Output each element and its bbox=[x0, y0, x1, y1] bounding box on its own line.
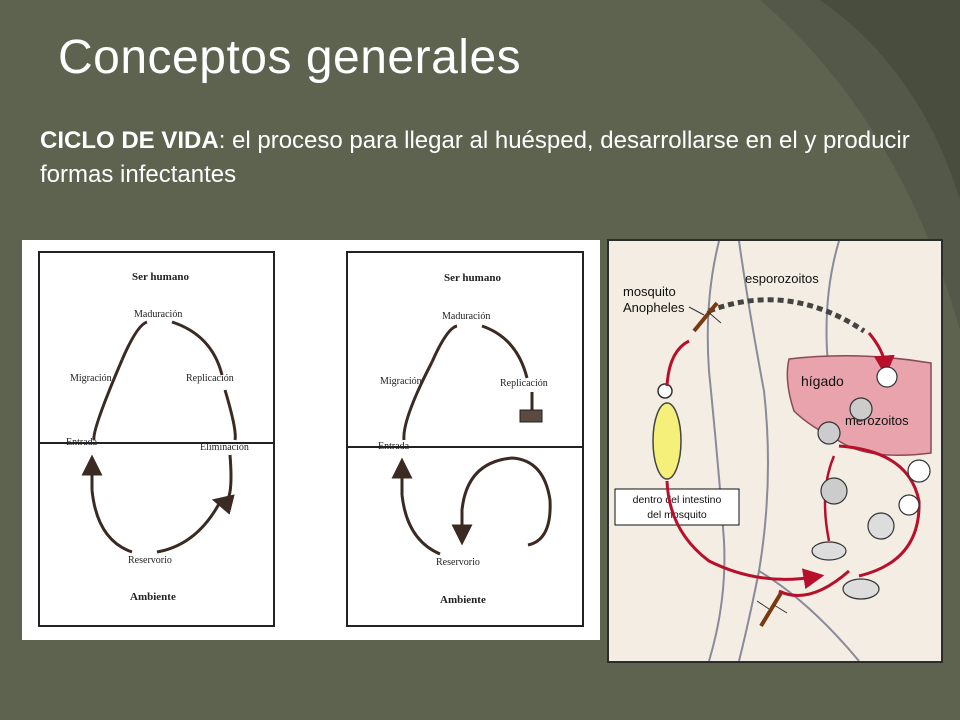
blood-cell bbox=[907, 459, 931, 483]
cycle-arrow-left bbox=[665, 339, 690, 387]
subtitle-text: : el proceso para llegar al huésped, des… bbox=[40, 127, 910, 188]
label-higado: hígado bbox=[801, 373, 844, 389]
liver-cell bbox=[876, 366, 898, 388]
label-anopheles: Anopheles bbox=[623, 300, 685, 315]
mosquito-icon-top bbox=[688, 301, 722, 333]
direct-cycle-diagram: Ser humano Maduración Migración Replicac… bbox=[38, 251, 275, 627]
node-maduracion: Maduración bbox=[134, 309, 182, 320]
human-label-2: Ser humano bbox=[444, 272, 501, 284]
label-intestino-1: dentro del intestino bbox=[633, 494, 722, 506]
node-entrada: Entrada bbox=[66, 437, 98, 448]
label-mosquito: mosquito bbox=[623, 284, 676, 299]
label-esporozoitos: esporozoitos bbox=[745, 271, 819, 286]
human-label: Ser humano bbox=[132, 271, 189, 283]
mosquito-gut bbox=[652, 402, 682, 480]
sporozoite-path bbox=[708, 297, 866, 334]
lifecycle-diagrams-panel: Ser humano Maduración Migración Replicac… bbox=[22, 240, 600, 640]
indirect-cycle-diagram: Ser humano Maduración Migración Replicac… bbox=[346, 251, 584, 627]
environment-label-2: Ambiente bbox=[440, 594, 486, 606]
intestine-label-box bbox=[614, 488, 740, 526]
node-replicacion: Replicación bbox=[186, 373, 234, 384]
block-stop bbox=[519, 409, 543, 423]
node-migracion: Migración bbox=[70, 373, 112, 384]
slide-title: Conceptos generales bbox=[58, 31, 522, 84]
label-intestino-2: del mosquito bbox=[647, 509, 707, 521]
subtitle-bold: CICLO DE VIDA bbox=[40, 127, 219, 154]
cycle-arrow-top bbox=[867, 332, 895, 377]
human-body-outline bbox=[706, 240, 726, 662]
node-replicacion-2: Replicación bbox=[500, 378, 548, 389]
cycle-arrow-blood bbox=[838, 444, 921, 578]
mosquito-icon-bottom bbox=[756, 591, 788, 628]
node-eliminacion: Eliminación bbox=[200, 442, 249, 453]
node-reservorio: Reservorio bbox=[128, 555, 172, 566]
malaria-cycle-panel: mosquito Anopheles esporozoitos hígado m… bbox=[607, 239, 943, 663]
node-reservorio-2: Reservorio bbox=[436, 557, 480, 568]
node-migracion-2: Migración bbox=[380, 376, 422, 387]
node-maduracion-2: Maduración bbox=[442, 311, 490, 322]
environment-label: Ambiente bbox=[130, 591, 176, 603]
slide-subtitle: CICLO DE VIDA: el proceso para llegar al… bbox=[40, 124, 920, 192]
node-entrada-2: Entrada bbox=[378, 441, 410, 452]
